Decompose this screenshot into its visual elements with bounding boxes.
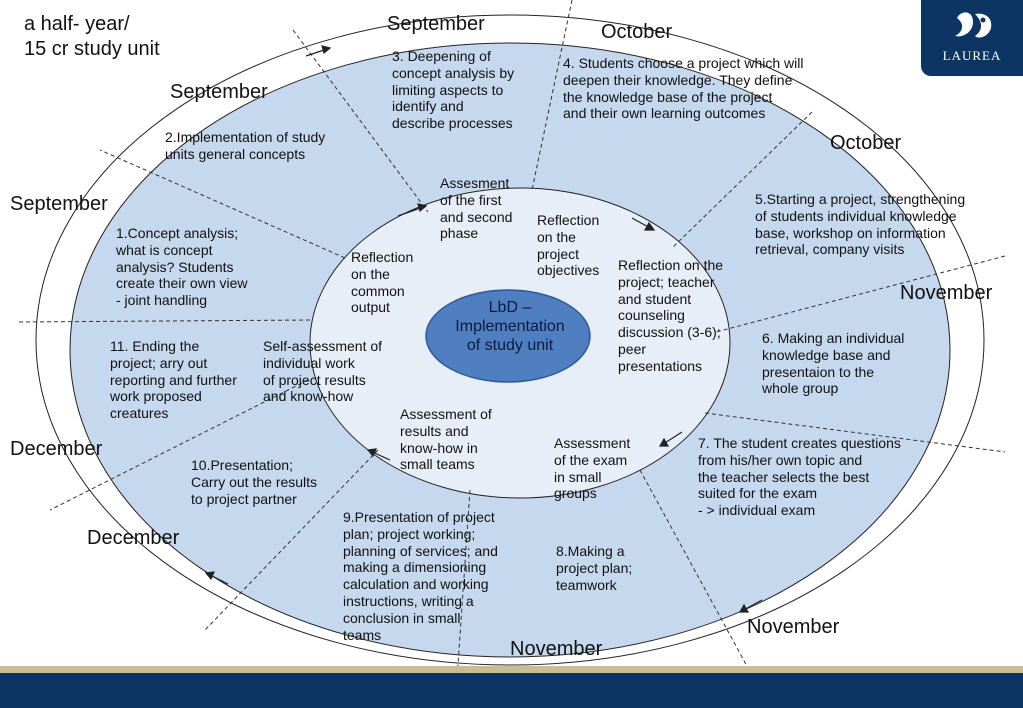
assessment-exam-small-groups: Assessment of the exam in small groups xyxy=(554,435,631,502)
phase-2-text: 2.Implementation of study units general … xyxy=(165,129,326,162)
month-label-november-right: November xyxy=(900,282,993,304)
phase-5-text: 5.Starting a project, strengthening of s… xyxy=(755,191,966,258)
arrow-icon xyxy=(658,431,683,447)
phase-4-text: 4. Students choose a project which will … xyxy=(563,55,804,122)
phase-7-text: 7. The student creates questions from hi… xyxy=(698,435,901,519)
laurea-logo-text: LAUREA xyxy=(942,48,1002,63)
footer-navy-band xyxy=(0,673,1023,708)
month-label-september-left-upper: September xyxy=(170,81,268,103)
center-ellipse xyxy=(425,289,591,383)
phase-10-text: 10.Presentation; Carry out the results t… xyxy=(191,457,318,507)
phase-8-text: 8.Making a project plan; teamwork xyxy=(556,543,633,593)
page-title: a half- year/ 15 cr study unit xyxy=(24,13,160,60)
phase-11-text: 11. Ending the project; arry out reporti… xyxy=(110,338,237,422)
footer-gold-stripe xyxy=(0,666,1023,673)
phase-9-text: 9.Presentation of project plan; project … xyxy=(343,509,498,643)
laurea-logo: LAUREA xyxy=(921,0,1023,76)
flow-arrows xyxy=(204,45,763,613)
month-label-december-left: December xyxy=(10,438,103,460)
arrow-icon xyxy=(397,203,428,217)
month-label-september-top: September xyxy=(387,13,485,35)
arrow-icon xyxy=(738,599,763,613)
month-label-december-lower: December xyxy=(87,527,180,549)
arrow-icon xyxy=(305,45,332,57)
outer-ring xyxy=(35,14,985,666)
month-label-november-bottom: November xyxy=(510,638,603,660)
month-label-november-bottom-right: November xyxy=(747,616,840,638)
month-label-september-left: September xyxy=(10,193,108,215)
self-assessment-individual-work: Self-assessment of individual work of pr… xyxy=(263,338,383,405)
arrow-icon xyxy=(366,448,391,461)
reflection-project-objectives: Reflection on the project objectives xyxy=(537,212,600,279)
reflection-common-output: Reflection on the common output xyxy=(351,249,414,316)
reflection-assessment-first-second: Assesment of the first and second phase xyxy=(440,175,513,242)
month-label-october-right-upper: October xyxy=(830,132,902,154)
center-label: LbD – Implementation of study unit xyxy=(455,299,565,355)
arrow-icon xyxy=(204,571,229,585)
laurea-logo-icon xyxy=(955,12,992,38)
phase-3-text: 3. Deepening of concept analysis by limi… xyxy=(392,48,515,132)
arrow-icon xyxy=(631,217,656,231)
phase-6-text: 6. Making an individual knowledge base a… xyxy=(762,330,905,397)
reflection-on-project: Reflection on the project; teacher and s… xyxy=(618,257,724,374)
assessment-results-know-how: Assessment of results and know-how in sm… xyxy=(400,406,492,473)
phase-1-text: 1.Concept analysis; what is concept anal… xyxy=(116,225,248,309)
month-label-october-top: October xyxy=(601,21,673,43)
